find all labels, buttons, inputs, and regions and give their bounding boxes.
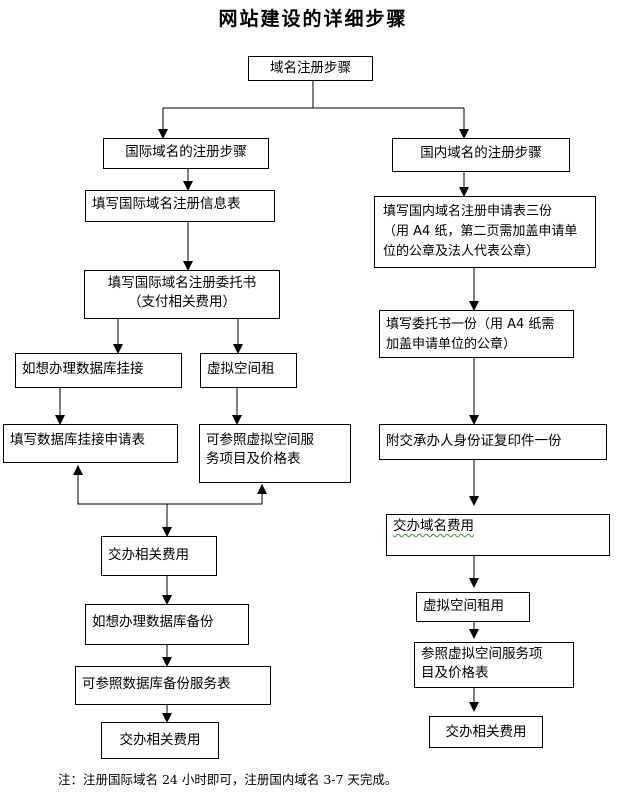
intl-entrust-box: 填写国际域名注册委托书 （支付相关费用） — [84, 270, 280, 319]
cn-space-ref-box: 参照虚拟空间服务项 目及价格表 — [414, 642, 574, 688]
intl-db-backup-box: 如想办理数据库备份 — [85, 604, 249, 645]
intl-backup-ref-box: 可参照数据库备份服务表 — [75, 666, 271, 705]
root-box: 域名注册步骤 — [248, 56, 373, 81]
cn-apply-line2: （用 A4 纸，第二页需加盖申请单 — [383, 224, 578, 239]
cn-apply-box: 填写国内域名注册申请表三份 （用 A4 纸，第二页需加盖申请单 位的公章及法人代… — [374, 196, 596, 268]
intl-fee1-box: 交办相关费用 — [101, 536, 217, 576]
intl-header-label: 国际域名的注册步骤 — [125, 144, 247, 160]
intl-virtual-space-box: 虚拟空间租 — [200, 353, 297, 388]
cn-entrust-line1: 填写委托书一份（用 A4 纸需 — [386, 317, 555, 332]
intl-db-form-label: 填写数据库挂接申请表 — [10, 432, 145, 448]
cn-entrust-box: 填写委托书一份（用 A4 纸需 加盖申请单位的公章） — [379, 310, 574, 358]
intl-fee1-label: 交办相关费用 — [108, 547, 189, 563]
intl-header-box: 国际域名的注册步骤 — [103, 138, 269, 169]
cn-space-ref-line2: 目及价格表 — [421, 665, 489, 681]
cn-fee-label: 交办相关费用 — [445, 724, 527, 740]
intl-space-ref-box: 可参照虚拟空间服 务项目及价格表 — [199, 424, 351, 483]
cn-fee-box: 交办相关费用 — [429, 716, 543, 748]
intl-space-ref-line1: 可参照虚拟空间服 — [206, 432, 314, 448]
intl-db-backup-label: 如想办理数据库备份 — [92, 614, 214, 630]
cn-space-ref-line1: 参照虚拟空间服务项 — [421, 646, 543, 662]
cn-apply-line3: 位的公章及法人代表公章） — [383, 244, 540, 259]
footnote: 注：注册国际域名 24 小时即可，注册国内域名 3-7 天完成。 — [58, 772, 398, 787]
cn-id-copy-label: 附交承办人身份证复印件一份 — [386, 433, 562, 449]
intl-backup-ref-label: 可参照数据库备份服务表 — [82, 676, 231, 692]
cn-space-fee-label: 虚拟空间租用 — [423, 598, 504, 614]
cn-apply-line1: 填写国内域名注册申请表三份 — [383, 204, 553, 219]
intl-fill-info-box: 填写国际域名注册信息表 — [85, 190, 275, 222]
intl-virtual-space-label: 虚拟空间租 — [207, 361, 275, 377]
intl-db-form-box: 填写数据库挂接申请表 — [3, 424, 178, 463]
intl-db-hosting-label: 如想办理数据库挂接 — [22, 361, 144, 377]
cn-domain-fee-box: 交办域名费用 — [386, 514, 610, 556]
page-title: 网站建设的详细步骤 — [218, 8, 408, 30]
intl-fill-info-label: 填写国际域名注册信息表 — [92, 196, 241, 212]
cn-space-fee-box: 虚拟空间租用 — [416, 592, 530, 622]
intl-space-ref-line2: 务项目及价格表 — [206, 451, 301, 467]
intl-entrust-line2: （支付相关费用） — [128, 294, 236, 310]
cn-header-label: 国内域名的注册步骤 — [420, 145, 542, 161]
cn-id-copy-box: 附交承办人身份证复印件一份 — [379, 424, 607, 460]
intl-entrust-line1: 填写国际域名注册委托书 — [107, 275, 257, 291]
root-label: 域名注册步骤 — [270, 60, 351, 76]
cn-domain-fee-label: 交办域名费用 — [393, 518, 474, 534]
cn-entrust-line2: 加盖申请单位的公章） — [386, 337, 517, 352]
intl-fee2-label: 交办相关费用 — [119, 732, 201, 748]
cn-header-box: 国内域名的注册步骤 — [392, 138, 570, 172]
intl-db-hosting-box: 如想办理数据库挂接 — [15, 353, 182, 388]
intl-fee2-box: 交办相关费用 — [101, 722, 219, 759]
